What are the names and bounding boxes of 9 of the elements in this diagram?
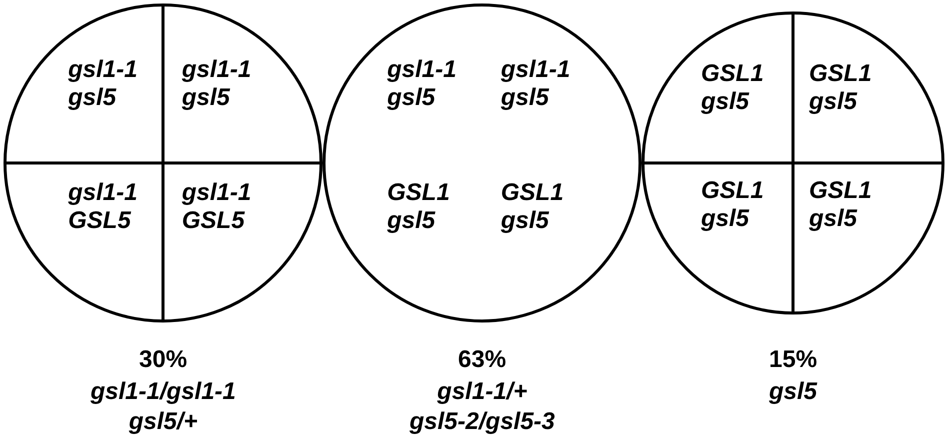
tetrad-circle bbox=[3, 3, 323, 323]
percentage-label: 63% bbox=[458, 345, 506, 375]
percentage-label: 30% bbox=[139, 345, 188, 375]
genotype-label: gsl1-1/+ gsl5-2/gsl5-3 bbox=[410, 377, 555, 437]
genotype-label: gsl1-1/gsl1-1 gsl5/+ bbox=[90, 377, 236, 437]
tetrad-circle bbox=[322, 3, 642, 323]
genotype-label: gsl5 bbox=[769, 377, 818, 407]
tetrad-circle bbox=[641, 11, 945, 315]
percentage-label: 15% bbox=[769, 345, 818, 375]
